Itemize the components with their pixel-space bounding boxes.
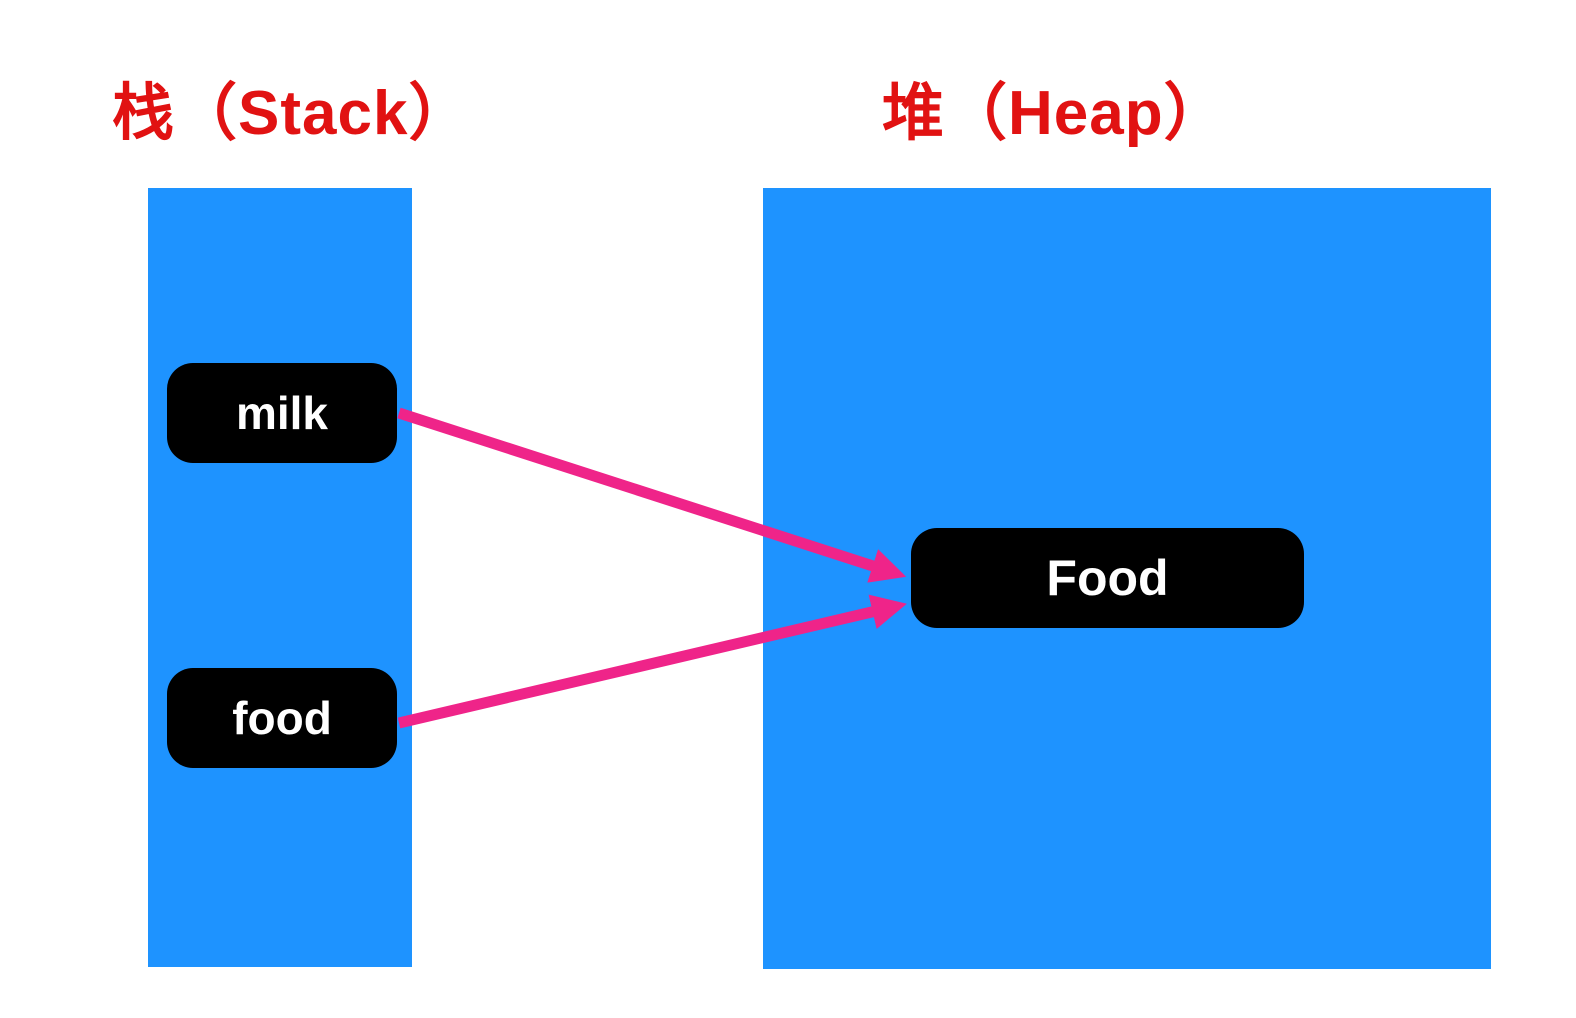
stack-variable-milk: milk bbox=[167, 363, 397, 463]
stack-region bbox=[148, 188, 412, 967]
stack-title: 栈（Stack） bbox=[112, 79, 472, 148]
heap-object-food: Food bbox=[911, 528, 1304, 628]
stack-variable-food: food bbox=[167, 668, 397, 768]
heap-title: 堆（Heap） bbox=[882, 79, 1227, 148]
